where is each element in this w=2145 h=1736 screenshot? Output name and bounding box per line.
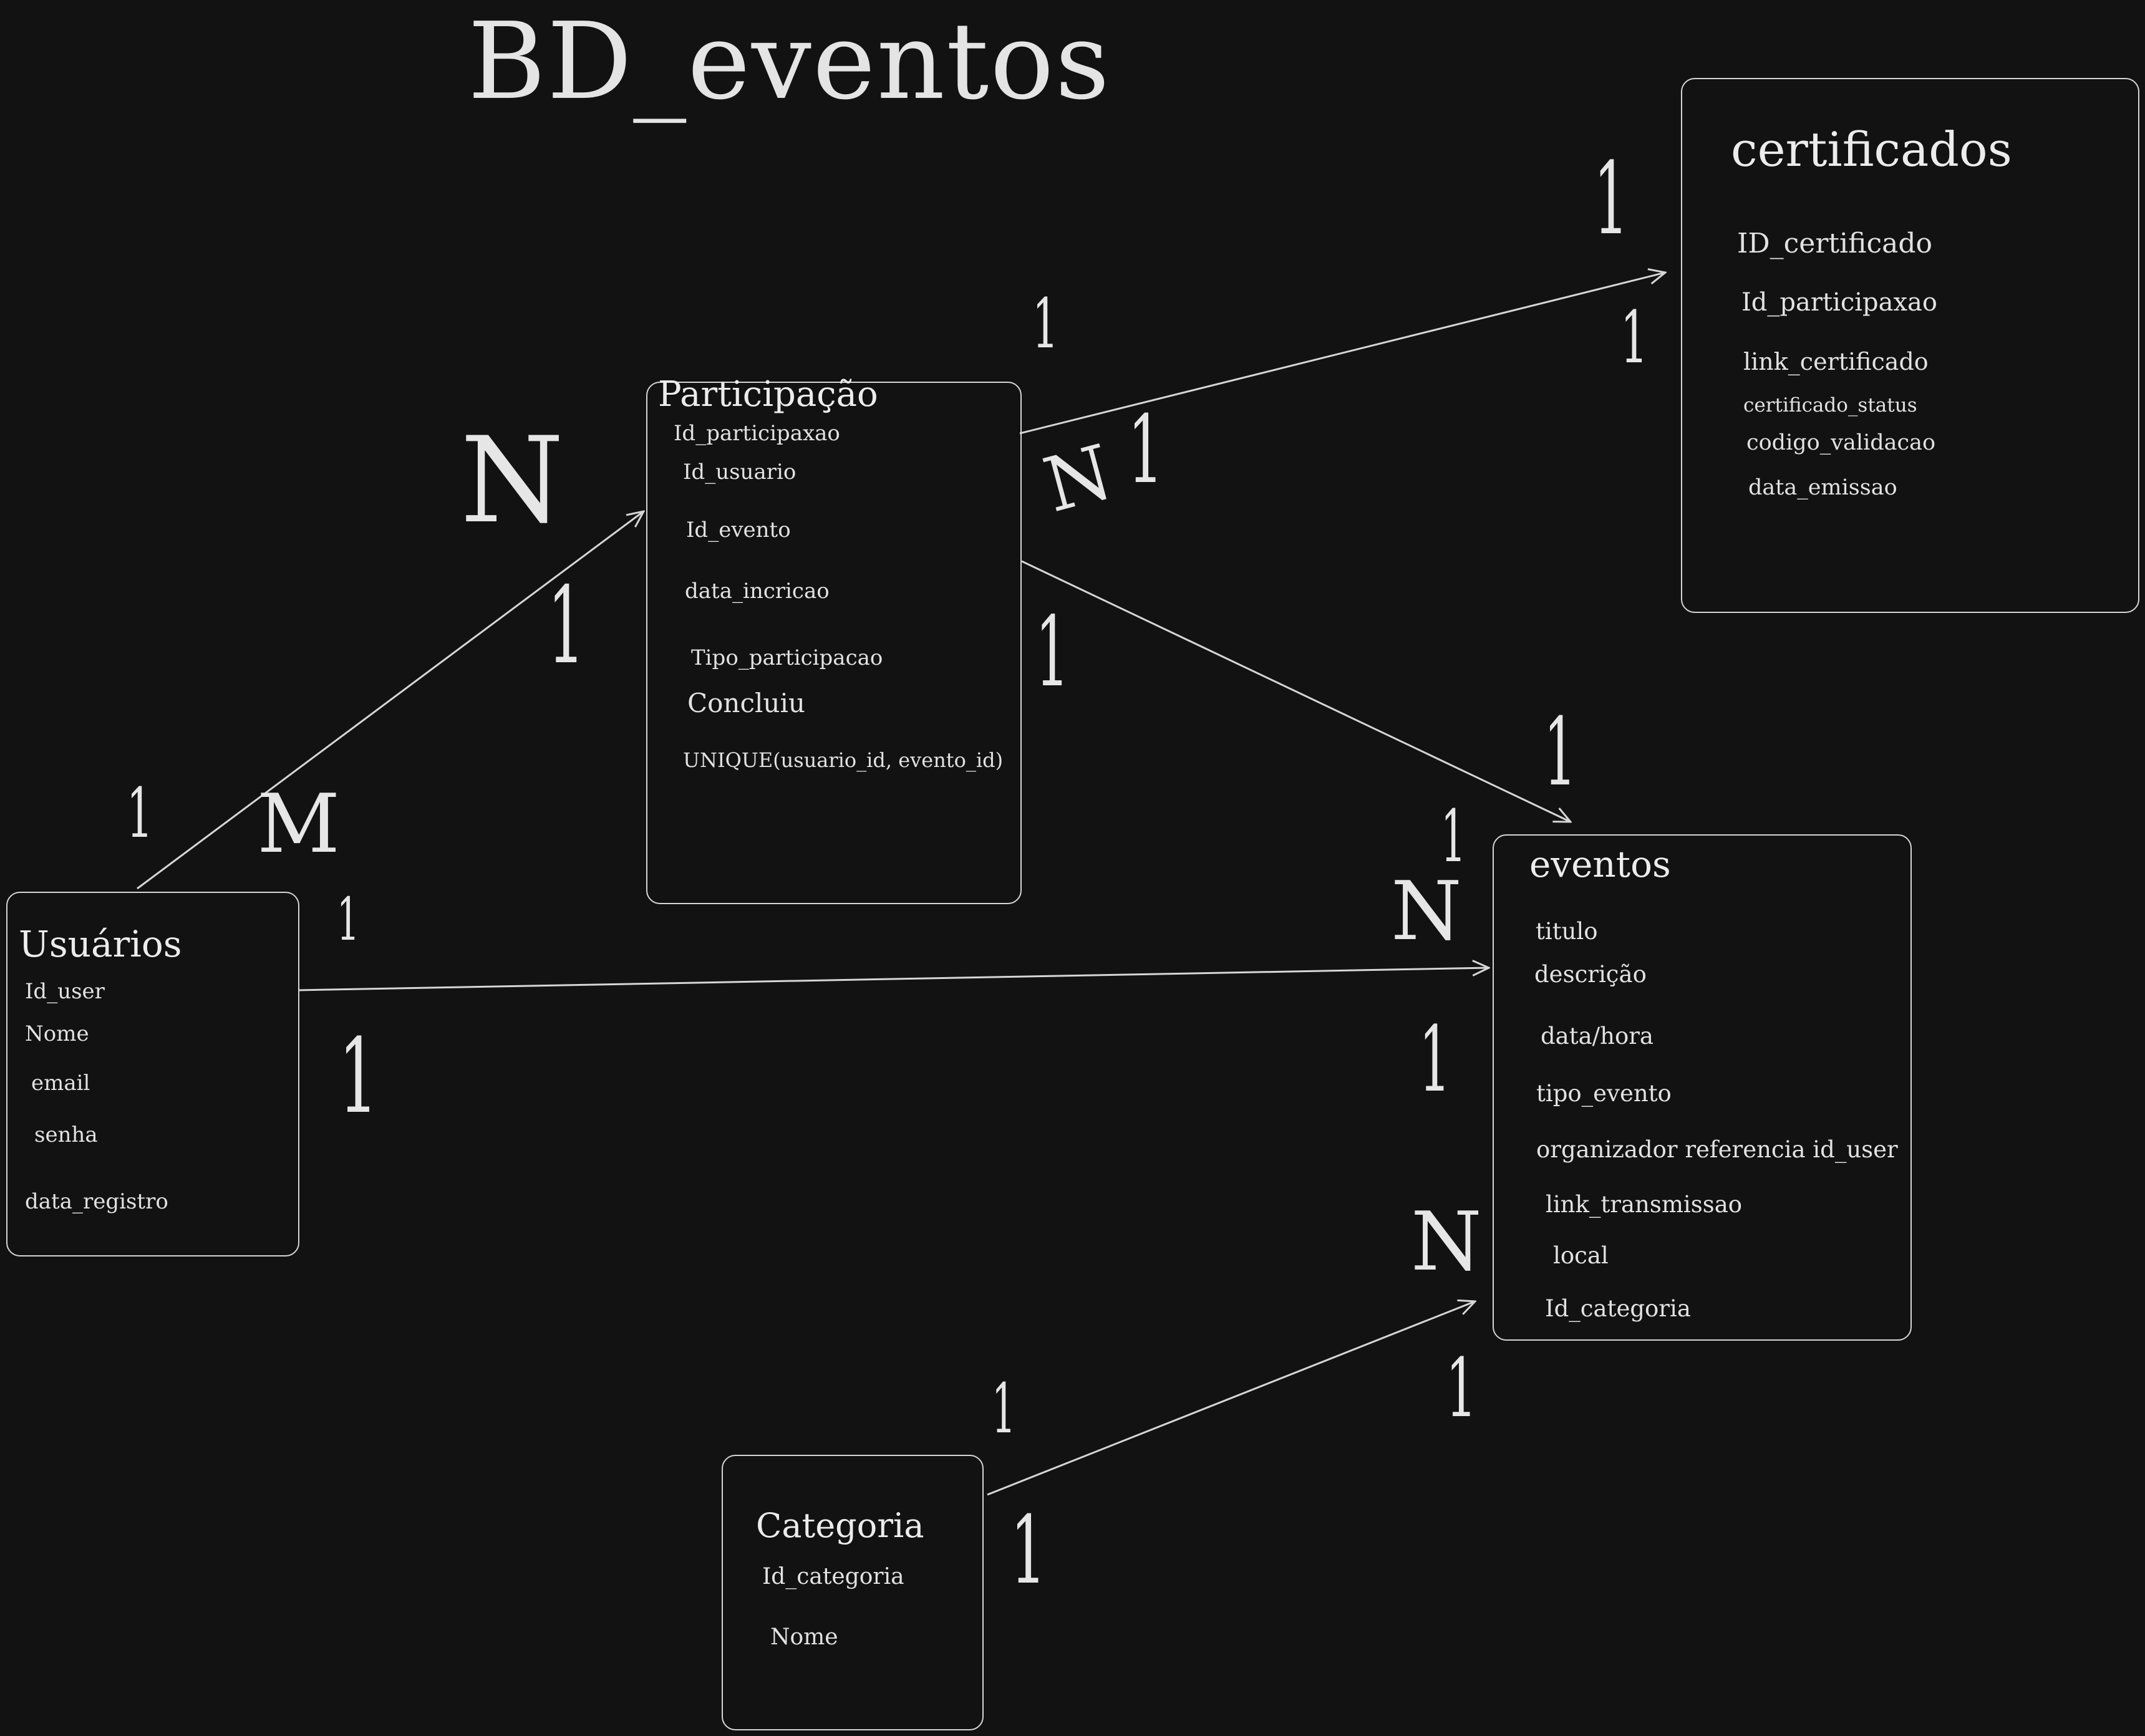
entity-categoria-title: Categoria xyxy=(756,1506,924,1545)
cardinality-1-usuarios-right-top: 1 xyxy=(337,885,360,954)
cardinality-1-participacao-right: 1 xyxy=(1128,396,1164,504)
field-categoria-nome: Nome xyxy=(770,1624,838,1650)
field-usuarios-senha: senha xyxy=(34,1122,98,1147)
field-participacao-unique: UNIQUE(usuario_id, evento_id) xyxy=(683,748,1004,772)
cardinality-n-eventos-lower: N xyxy=(1411,1194,1482,1289)
field-eventos-id-categoria: Id_categoria xyxy=(1545,1295,1691,1322)
cardinality-n-participacao-left: N xyxy=(460,412,564,549)
cardinality-1-participacao-lower: 1 xyxy=(1035,596,1070,708)
field-eventos-descricao: descrição xyxy=(1534,961,1647,988)
cardinality-1-categoria-top: 1 xyxy=(992,1369,1016,1449)
categoria-eventos-connector xyxy=(987,1301,1475,1496)
field-certificados-status: certificado_status xyxy=(1743,394,1917,417)
entity-certificados-title: certificados xyxy=(1731,122,2012,177)
field-eventos-titulo: titulo xyxy=(1536,918,1598,945)
cardinality-m-usuarios-top: M xyxy=(257,776,341,871)
cardinality-1-top-mid: 1 xyxy=(1032,284,1058,364)
field-categoria-id: Id_categoria xyxy=(762,1564,904,1589)
field-participacao-id-usuario: Id_usuario xyxy=(683,460,797,485)
field-usuarios-nome: Nome xyxy=(25,1021,89,1046)
cardinality-1-participacao-left: 1 xyxy=(548,564,585,688)
field-participacao-id: Id_participaxao xyxy=(674,421,840,446)
participacao-eventos-connector xyxy=(1021,560,1571,822)
field-usuarios-email: email xyxy=(31,1071,90,1096)
field-eventos-link-transmissao: link_transmissao xyxy=(1546,1191,1743,1218)
cardinality-1-certificados-left: 1 xyxy=(1620,296,1648,380)
cardinality-1-usuarios-top: 1 xyxy=(127,773,153,853)
field-certificados-link: link_certificado xyxy=(1743,348,1929,375)
field-eventos-local: local xyxy=(1553,1242,1609,1269)
cardinality-1-categoria-right: 1 xyxy=(1010,1497,1047,1605)
usuarios-eventos-connector xyxy=(298,968,1489,991)
field-eventos-organizador: organizador referencia id_user xyxy=(1536,1136,1898,1163)
field-participacao-tipo: Tipo_participacao xyxy=(691,645,883,670)
field-eventos-data-hora: data/hora xyxy=(1541,1023,1654,1049)
cardinality-1-eventos-left-small: 1 xyxy=(1441,795,1466,879)
field-certificados-id: ID_certificado xyxy=(1737,228,1933,259)
entity-eventos[interactable] xyxy=(1493,834,1912,1341)
field-participacao-concluiu: Concluiu xyxy=(687,688,805,718)
cardinality-1-usuarios-right-bottom: 1 xyxy=(339,1016,378,1136)
field-usuarios-id: Id_user xyxy=(25,979,105,1004)
field-participacao-id-evento: Id_evento xyxy=(686,518,791,542)
field-certificados-codigo: codigo_validacao xyxy=(1746,430,1936,455)
diagram-title: BD_eventos xyxy=(468,0,1111,123)
participacao-certificados-connector xyxy=(1019,272,1665,435)
entity-participacao[interactable] xyxy=(646,382,1022,904)
cardinality-1-eventos-left-mid: 1 xyxy=(1419,1007,1451,1112)
entity-certificados[interactable] xyxy=(1681,78,2139,613)
cardinality-n-eventos-left: N xyxy=(1391,864,1462,958)
entity-usuarios[interactable] xyxy=(6,892,299,1256)
entity-participacao-title: Participação xyxy=(658,374,878,415)
entity-eventos-title: eventos xyxy=(1529,843,1671,885)
field-usuarios-data-registro: data_registro xyxy=(25,1189,168,1214)
cardinality-1-eventos-bottom: 1 xyxy=(1446,1341,1477,1435)
field-eventos-tipo: tipo_evento xyxy=(1536,1080,1672,1107)
usuarios-participacao-connector xyxy=(137,511,644,890)
cardinality-1-eventos-top: 1 xyxy=(1544,698,1577,807)
field-certificados-data-emissao: data_emissao xyxy=(1748,475,1897,500)
cardinality-1-certificados-top: 1 xyxy=(1594,140,1629,257)
field-certificados-id-participacao: Id_participaxao xyxy=(1741,288,1937,317)
entity-categoria[interactable] xyxy=(722,1455,984,1730)
entity-usuarios-title: Usuários xyxy=(19,923,182,965)
field-participacao-data-inscricao: data_incricao xyxy=(685,579,830,604)
